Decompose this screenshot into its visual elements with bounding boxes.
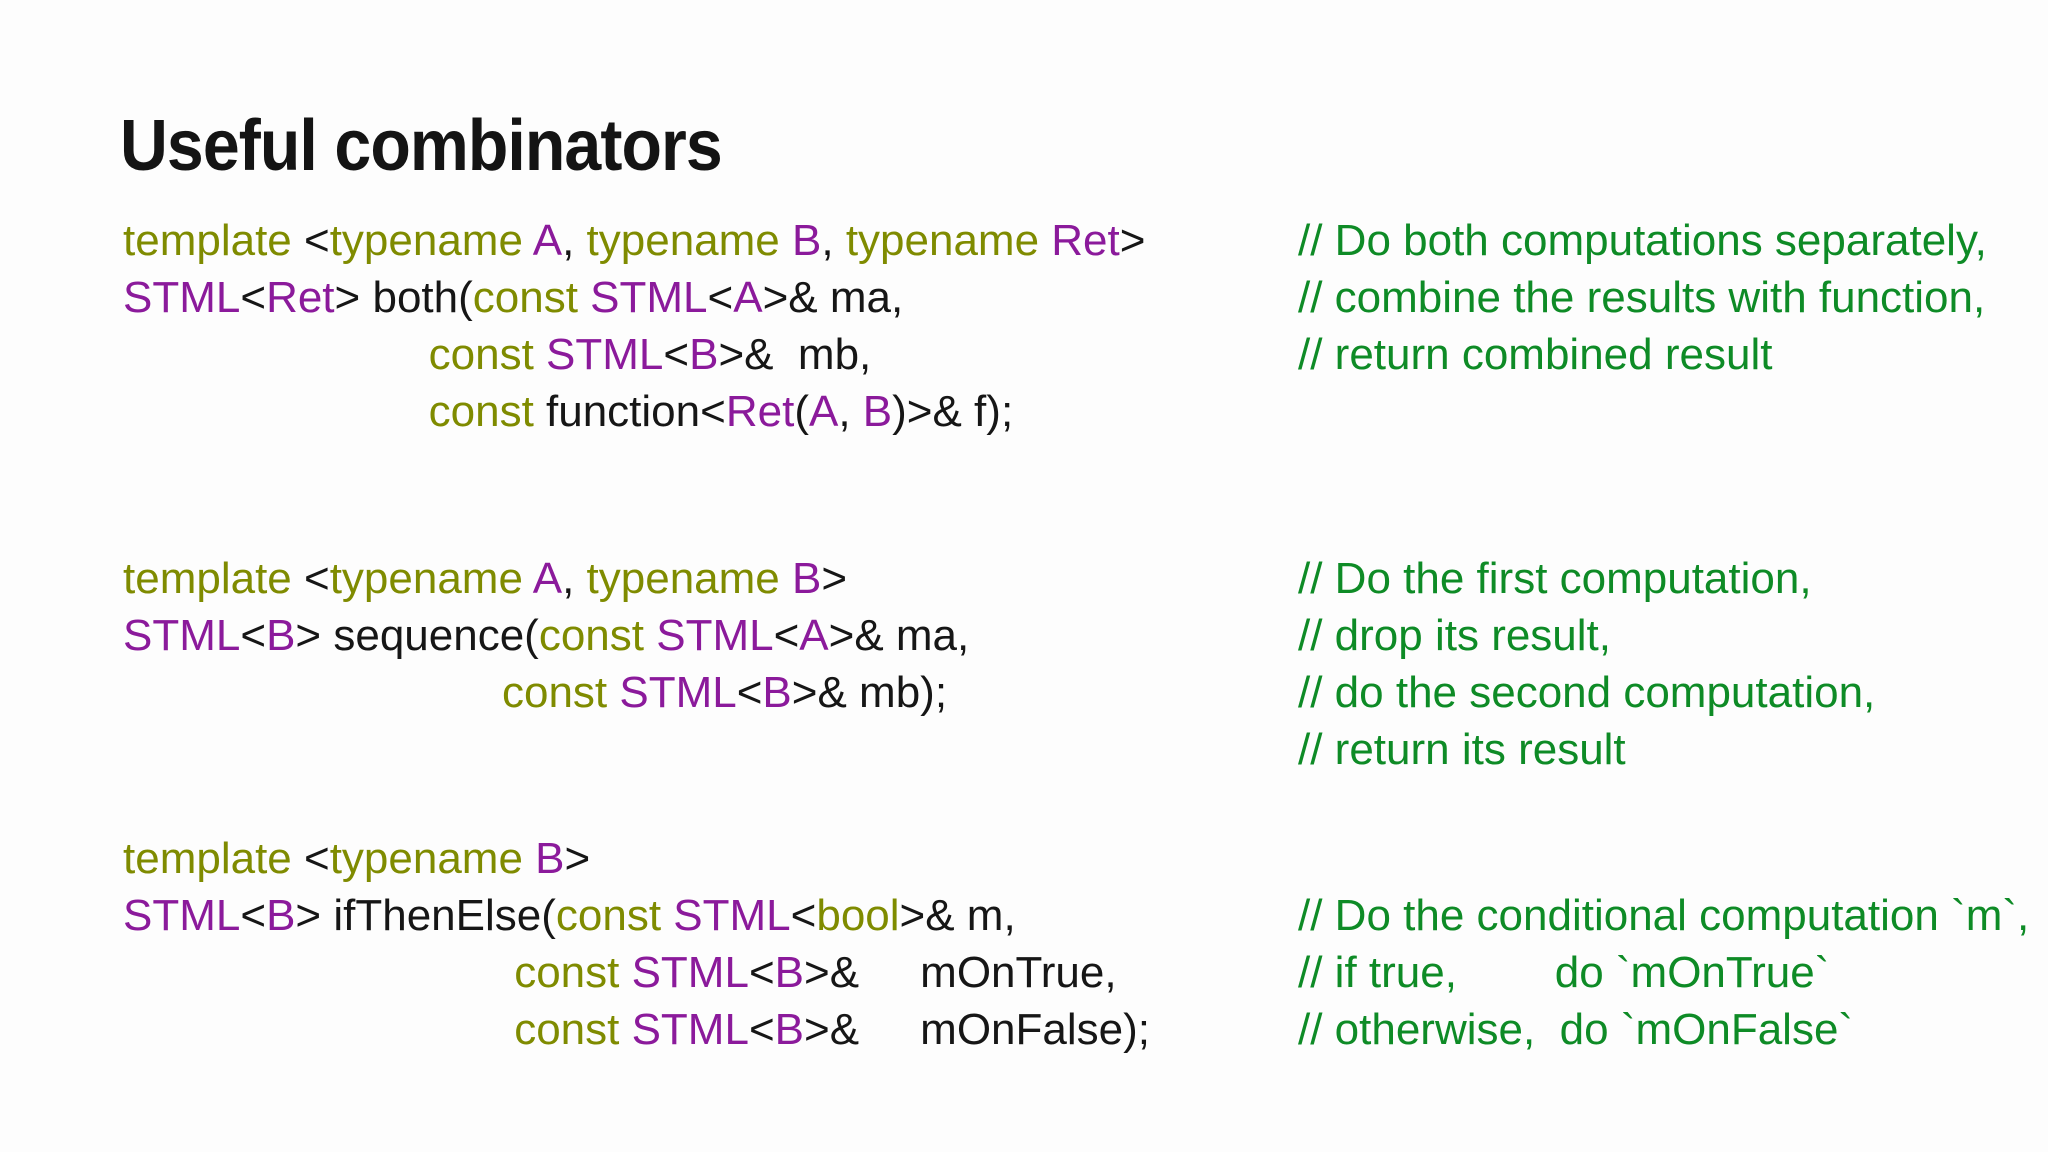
comment-line: // do the second computation,: [1298, 668, 1876, 717]
comment-block-both: // Do both computations separately, // co…: [1298, 212, 1987, 383]
comment-line: // Do the conditional computation `m`,: [1298, 891, 2030, 940]
comment-line: // return its result: [1298, 725, 1626, 774]
code-line: const function<Ret(A, B)>& f);: [428, 387, 1014, 436]
comment-line: // drop its result,: [1298, 611, 1612, 660]
comment-line: // combine the results with function,: [1298, 273, 1986, 322]
page-title: Useful combinators: [120, 106, 723, 187]
code-line: STML<B> sequence(const STML<A>& ma,: [123, 611, 970, 660]
comment-line: // if true, do `mOnTrue`: [1298, 948, 1830, 997]
code-line: const STML<B>& mb);: [501, 668, 948, 717]
code-block-ifthenelse: template <typename B> STML<B> ifThenElse(…: [123, 830, 1150, 1058]
code-line: template <typename B>: [123, 834, 591, 883]
code-line: const STML<B>& mb,: [428, 330, 872, 379]
code-line: const STML<B>& mOnTrue,: [514, 948, 1117, 997]
comment-line: // Do the first computation,: [1298, 554, 1812, 603]
comment-line: // otherwise, do `mOnFalse`: [1298, 1005, 1854, 1054]
comment-block-sequence: // Do the first computation, // drop its …: [1298, 550, 1875, 778]
code-block-sequence: template <typename A, typename B> STML<B>…: [123, 550, 969, 721]
code-block-both: template <typename A, typename B, typena…: [123, 212, 1145, 440]
code-line: STML<B> ifThenElse(const STML<bool>& m,: [123, 891, 1016, 940]
code-line: template <typename A, typename B>: [123, 554, 848, 603]
comment-block-ifthenelse: // Do the conditional computation `m`, //…: [1298, 887, 2029, 1058]
comment-line: // Do both computations separately,: [1298, 216, 1987, 265]
comment-line: // return combined result: [1298, 330, 1773, 379]
code-line: template <typename A, typename B, typena…: [123, 216, 1146, 265]
code-line: const STML<B>& mOnFalse);: [514, 1005, 1150, 1054]
code-line: STML<Ret> both(const STML<A>& ma,: [123, 273, 904, 322]
